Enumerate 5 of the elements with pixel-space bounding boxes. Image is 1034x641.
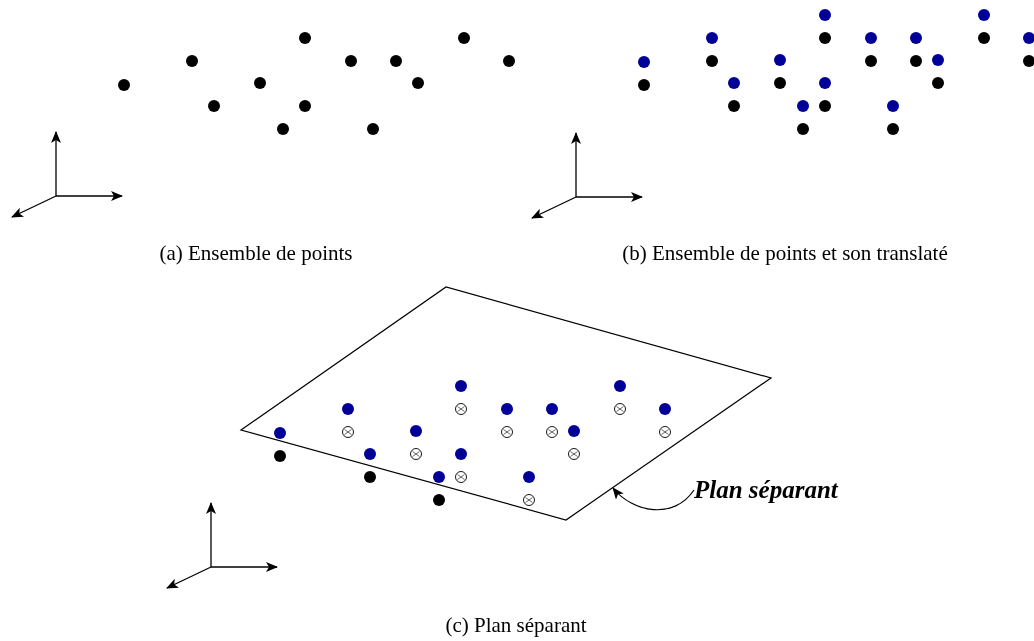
caption: (c) Plan séparant <box>445 613 587 637</box>
plane-label: Plan séparant <box>694 475 840 505</box>
caption: (b) Ensemble de points et son translaté <box>622 241 948 265</box>
leader-line <box>612 487 695 511</box>
caption: (a) Ensemble de points <box>159 241 353 265</box>
